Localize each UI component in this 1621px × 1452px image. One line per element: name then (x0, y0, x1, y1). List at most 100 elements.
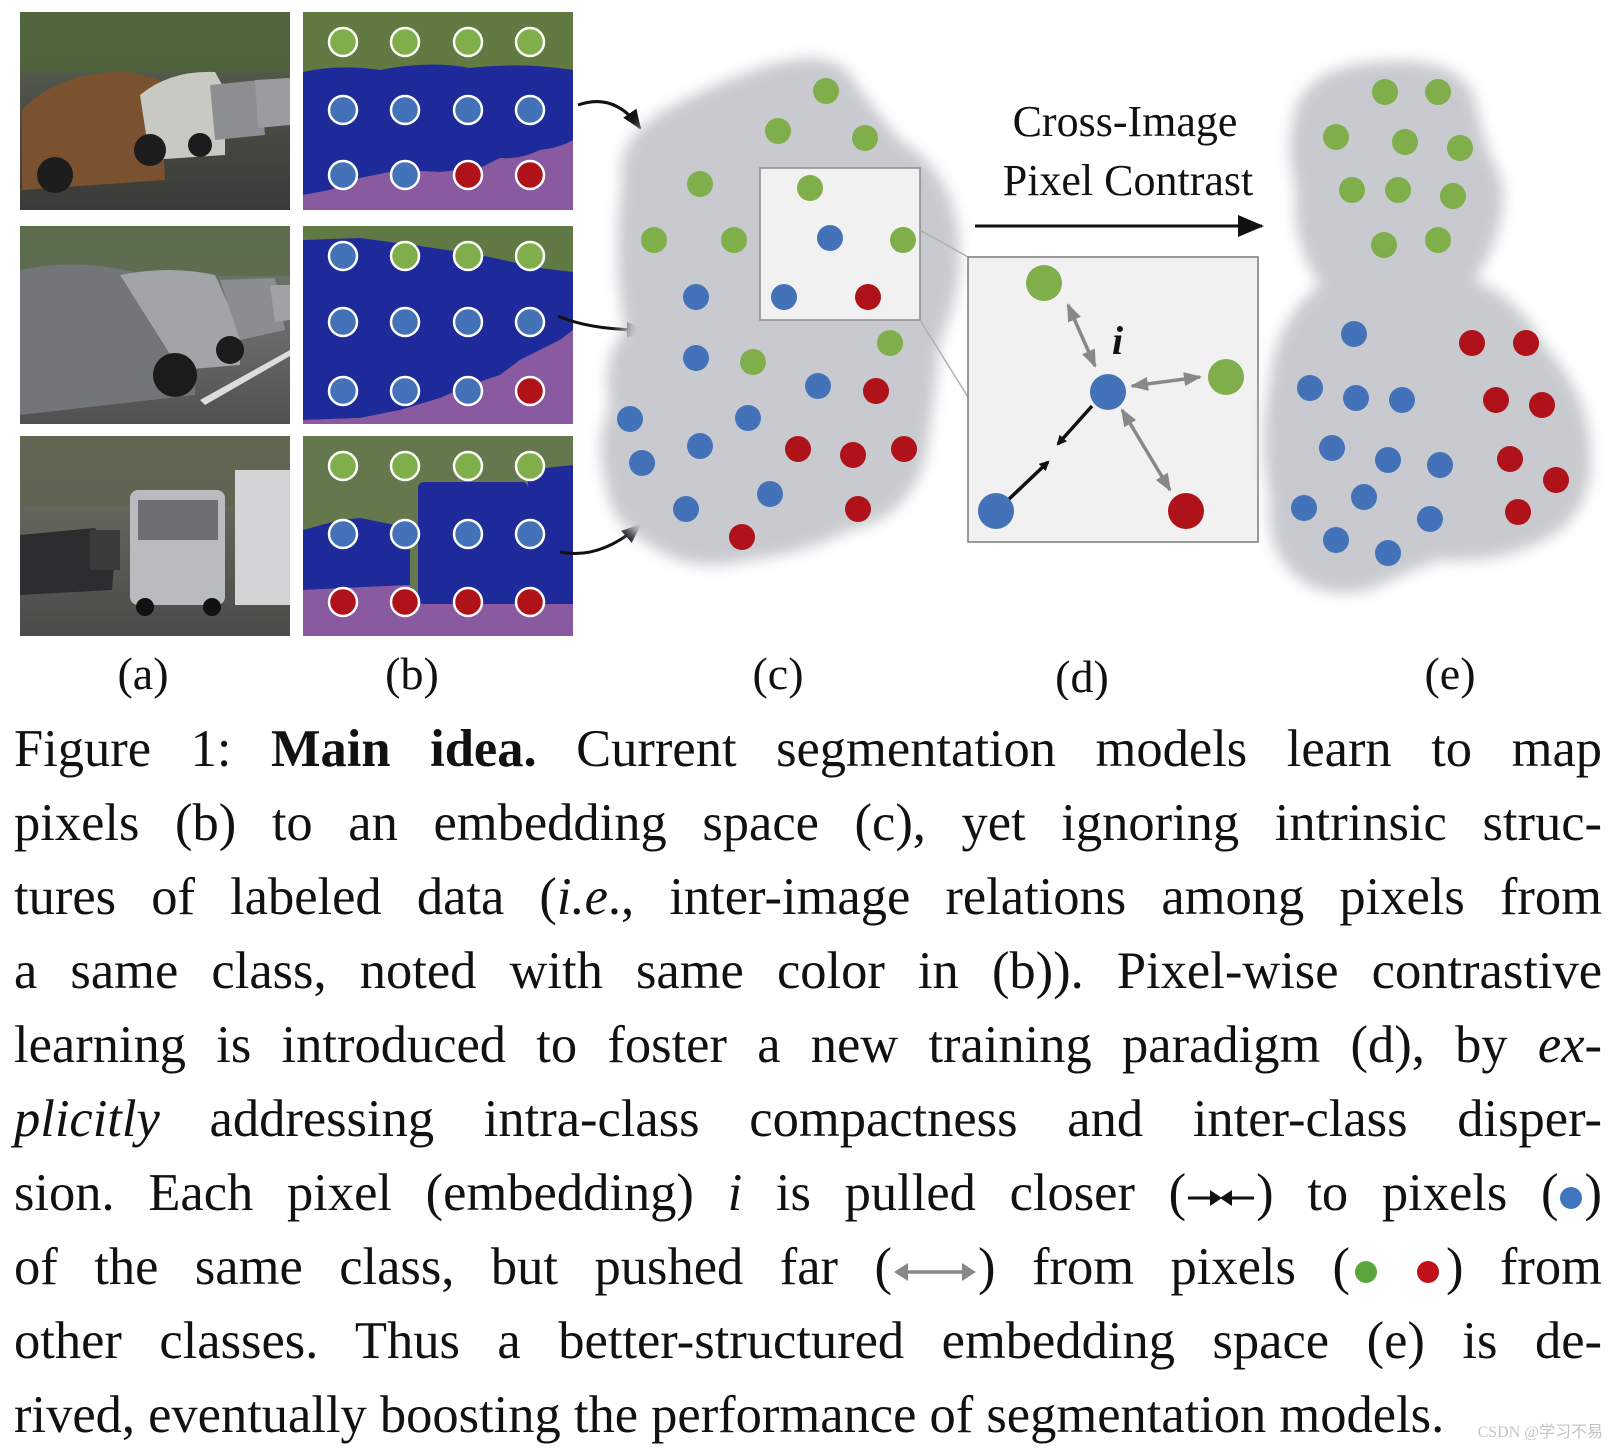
green-pixel-dot (1323, 124, 1349, 150)
caption-line-6: plicitly addressing intra-class compactn… (14, 1082, 1602, 1156)
pull-arrow-upper (1056, 404, 1094, 446)
embedding-dots-e (1291, 79, 1569, 566)
green-pixel-dot (797, 175, 823, 201)
caption-line-7: sion. Each pixel (embedding) i is pulled… (14, 1156, 1602, 1230)
blue-pixel-dot (757, 481, 783, 507)
blue-pixel-dot (452, 94, 484, 126)
red-pixel-dot (452, 159, 484, 191)
caption-italic: ex- (1537, 1016, 1602, 1074)
green-pixel-dot (389, 26, 421, 58)
push-arrow-green-right (1130, 372, 1202, 391)
blue-pixel-dot (771, 284, 797, 310)
caption-text: ) from pixels ( (978, 1238, 1350, 1296)
caption-text: is pulled closer ( (742, 1164, 1187, 1222)
green-pixel-dot (452, 450, 484, 482)
blue-pixel-dot (452, 306, 484, 338)
red-pixel-dot (863, 378, 889, 404)
embedding-space-c (601, 58, 960, 565)
caption-italic: plicitly (14, 1090, 160, 1148)
blue-pixel-dot (1375, 447, 1401, 473)
blue-pixel-dot (514, 94, 546, 126)
green-pixel-dot (890, 227, 916, 253)
blue-pixel-dot (1090, 374, 1126, 410)
blue-pixel-dot (1427, 452, 1453, 478)
red-pixel-dot (1483, 387, 1509, 413)
blue-pixel-dot (514, 306, 546, 338)
arrow-heading-line-1: Cross-Image (1013, 97, 1238, 146)
red-pixel-dot (1497, 446, 1523, 472)
blue-pixel-dot (327, 518, 359, 550)
green-pixel-dot (1425, 227, 1451, 253)
mapping-arrow-1 (577, 100, 642, 130)
embedding-space-e (1264, 61, 1591, 593)
green-pixel-dot (721, 227, 747, 253)
caption-line-8: of the same class, but pushed far () fro… (14, 1230, 1602, 1304)
caption-line-1: Figure 1: Main idea. Current segmentatio… (14, 712, 1602, 786)
red-pixel-dot (389, 586, 421, 618)
blue-pixel-dot (514, 518, 546, 550)
zoom-connector-bottom (919, 319, 969, 398)
push-arrow-red (1120, 408, 1172, 492)
green-pixel-dot (1425, 79, 1451, 105)
red-pixel-dot (514, 159, 546, 191)
segmentation-column-b (303, 12, 573, 636)
caption-line-10: rived, eventually boosting the performan… (14, 1386, 1445, 1444)
red-pixel-dot (729, 524, 755, 550)
green-pixel-dot (1392, 129, 1418, 155)
blue-pixel-dot (629, 450, 655, 476)
blue-pixel-icon (1560, 1186, 1583, 1209)
photo-column-a (20, 12, 290, 636)
street-photo-3 (20, 436, 290, 636)
pull-arrow-lower (1006, 460, 1050, 502)
panel-label-d: (d) (1055, 651, 1109, 700)
red-pixel-dot (1168, 493, 1204, 529)
green-pixel-dot (1385, 177, 1411, 203)
caption-italic: i (727, 1164, 743, 1222)
watermark: CSDN @学习不易 (1477, 1424, 1603, 1441)
caption-text: Current segmentation models learn to map (536, 720, 1602, 778)
green-pixel-dot (852, 125, 878, 151)
green-red-pixel-icon (1354, 1260, 1439, 1283)
blue-pixel-dot (805, 373, 831, 399)
anchor-pixel-label: i (1112, 318, 1123, 363)
caption-title: Main idea. (271, 720, 537, 778)
caption-line-4: a same class, noted with same color in (… (14, 942, 1602, 1000)
caption-text: sion. Each pixel (embedding) (14, 1164, 728, 1222)
blue-pixel-dot (1375, 540, 1401, 566)
red-pixel-dot (891, 436, 917, 462)
blue-pixel-dot (327, 375, 359, 407)
green-pixel-dot (687, 171, 713, 197)
blue-pixel-dot (1341, 321, 1367, 347)
green-pixel-dot (514, 26, 546, 58)
blue-pixel-dot (683, 345, 709, 371)
green-pixel-dot (327, 26, 359, 58)
pull-closer-icon (1188, 1189, 1255, 1206)
blue-pixel-dot (1319, 435, 1345, 461)
caption-text: ) to pixels ( (1256, 1164, 1559, 1222)
street-photo-1 (20, 12, 290, 210)
zoom-connector-top (919, 229, 969, 258)
blue-pixel-dot (1343, 385, 1369, 411)
green-pixel-dot (327, 450, 359, 482)
push-arrow-green-top (1066, 303, 1097, 368)
red-pixel-dot (840, 442, 866, 468)
caption-text: ) from (1445, 1238, 1602, 1296)
red-pixel-dot (514, 586, 546, 618)
caption-text: ., inter-image relations among pixels fr… (607, 868, 1602, 926)
panel-label-b: (b) (385, 648, 439, 699)
embedding-dots-c (617, 78, 917, 550)
blue-pixel-dot (617, 406, 643, 432)
caption-italic: i.e (556, 868, 608, 926)
caption-figure-number: Figure 1: (14, 720, 271, 778)
blue-pixel-dot (735, 405, 761, 431)
blue-pixel-dot (1351, 484, 1377, 510)
green-pixel-dot (740, 349, 766, 375)
blue-pixel-dot (327, 240, 359, 272)
caption-text: learning is introduced to foster a new t… (14, 1016, 1538, 1074)
caption-line-5: learning is introduced to foster a new t… (14, 1008, 1602, 1082)
figure-canvas: i Cross-Image Pixel Contrast (a) (b) (c)… (20, 12, 1591, 702)
green-pixel-dot (1026, 265, 1062, 301)
red-pixel-dot (855, 284, 881, 310)
blue-pixel-dot (389, 375, 421, 407)
push-far-icon (894, 1262, 976, 1281)
